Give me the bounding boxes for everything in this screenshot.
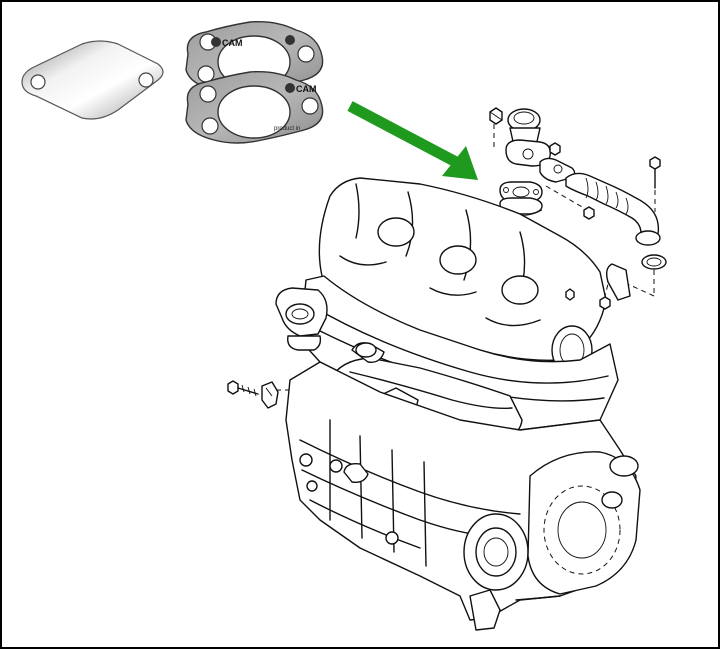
egr-pipe bbox=[565, 156, 667, 270]
gasket-logo-circle bbox=[211, 37, 221, 47]
gasket-brand-mark: CAM bbox=[222, 38, 243, 48]
gasket-sub-text: product in bbox=[274, 126, 300, 132]
plate-bolt-hole-right bbox=[138, 72, 154, 88]
egr-valve bbox=[489, 107, 595, 220]
gasket-bottom: CAM product in bbox=[185, 70, 324, 144]
gasket-brand-mark-2: CAM bbox=[296, 84, 317, 94]
engine-block bbox=[275, 177, 641, 631]
side-bolt bbox=[227, 380, 279, 409]
plate-bolt-hole-left bbox=[30, 74, 46, 90]
blanking-plate bbox=[21, 40, 164, 120]
arrow-right-down-icon bbox=[347, 101, 478, 180]
